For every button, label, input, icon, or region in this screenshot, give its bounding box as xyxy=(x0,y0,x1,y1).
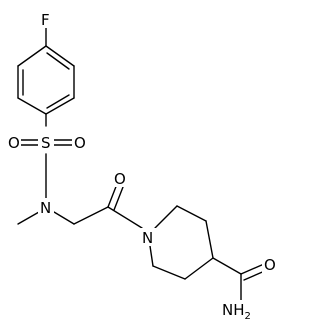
piperidine-ring xyxy=(149,205,214,280)
bond xyxy=(205,220,214,259)
structure-canvas: F S O O N O N O NH2 xyxy=(6,11,277,322)
bond xyxy=(149,245,154,267)
atom-label: N xyxy=(142,229,153,247)
atom-NH2: NH2 xyxy=(220,300,254,322)
atom-N-sulfonamide: N xyxy=(38,198,54,217)
atom-label: O xyxy=(8,134,20,152)
bond xyxy=(154,205,178,229)
bond xyxy=(107,183,118,208)
bond xyxy=(53,211,75,225)
bond xyxy=(113,186,124,211)
double-bond-inner xyxy=(46,52,70,70)
atom-label: S xyxy=(41,134,51,152)
atom-S: S xyxy=(38,133,54,152)
atom-F: F xyxy=(39,11,54,29)
bond xyxy=(73,206,109,225)
atom-O-left: O xyxy=(6,133,21,152)
bond xyxy=(17,97,47,115)
bond xyxy=(184,257,214,280)
atom-label: F xyxy=(41,11,50,29)
bond xyxy=(17,211,40,225)
bond xyxy=(176,205,207,222)
bond xyxy=(45,97,75,115)
bond xyxy=(152,265,186,280)
fluorophenyl-ring xyxy=(17,45,75,115)
double-bond-inner xyxy=(46,94,70,109)
atom-label: O xyxy=(114,170,126,188)
bond xyxy=(212,257,242,275)
bond xyxy=(17,45,47,67)
bond xyxy=(107,206,143,229)
bond xyxy=(240,263,265,275)
atom-N-piperidine: N xyxy=(140,228,156,247)
bond xyxy=(45,45,75,67)
atom-label: N xyxy=(40,199,51,217)
atom-O-right: O xyxy=(72,133,87,152)
atom-label: O xyxy=(264,256,276,274)
atom-label: O xyxy=(74,134,86,152)
atom-O-amide: O xyxy=(262,255,277,274)
atom-label: NH2 xyxy=(222,301,251,322)
atom-O-carbonyl: O xyxy=(112,169,127,188)
